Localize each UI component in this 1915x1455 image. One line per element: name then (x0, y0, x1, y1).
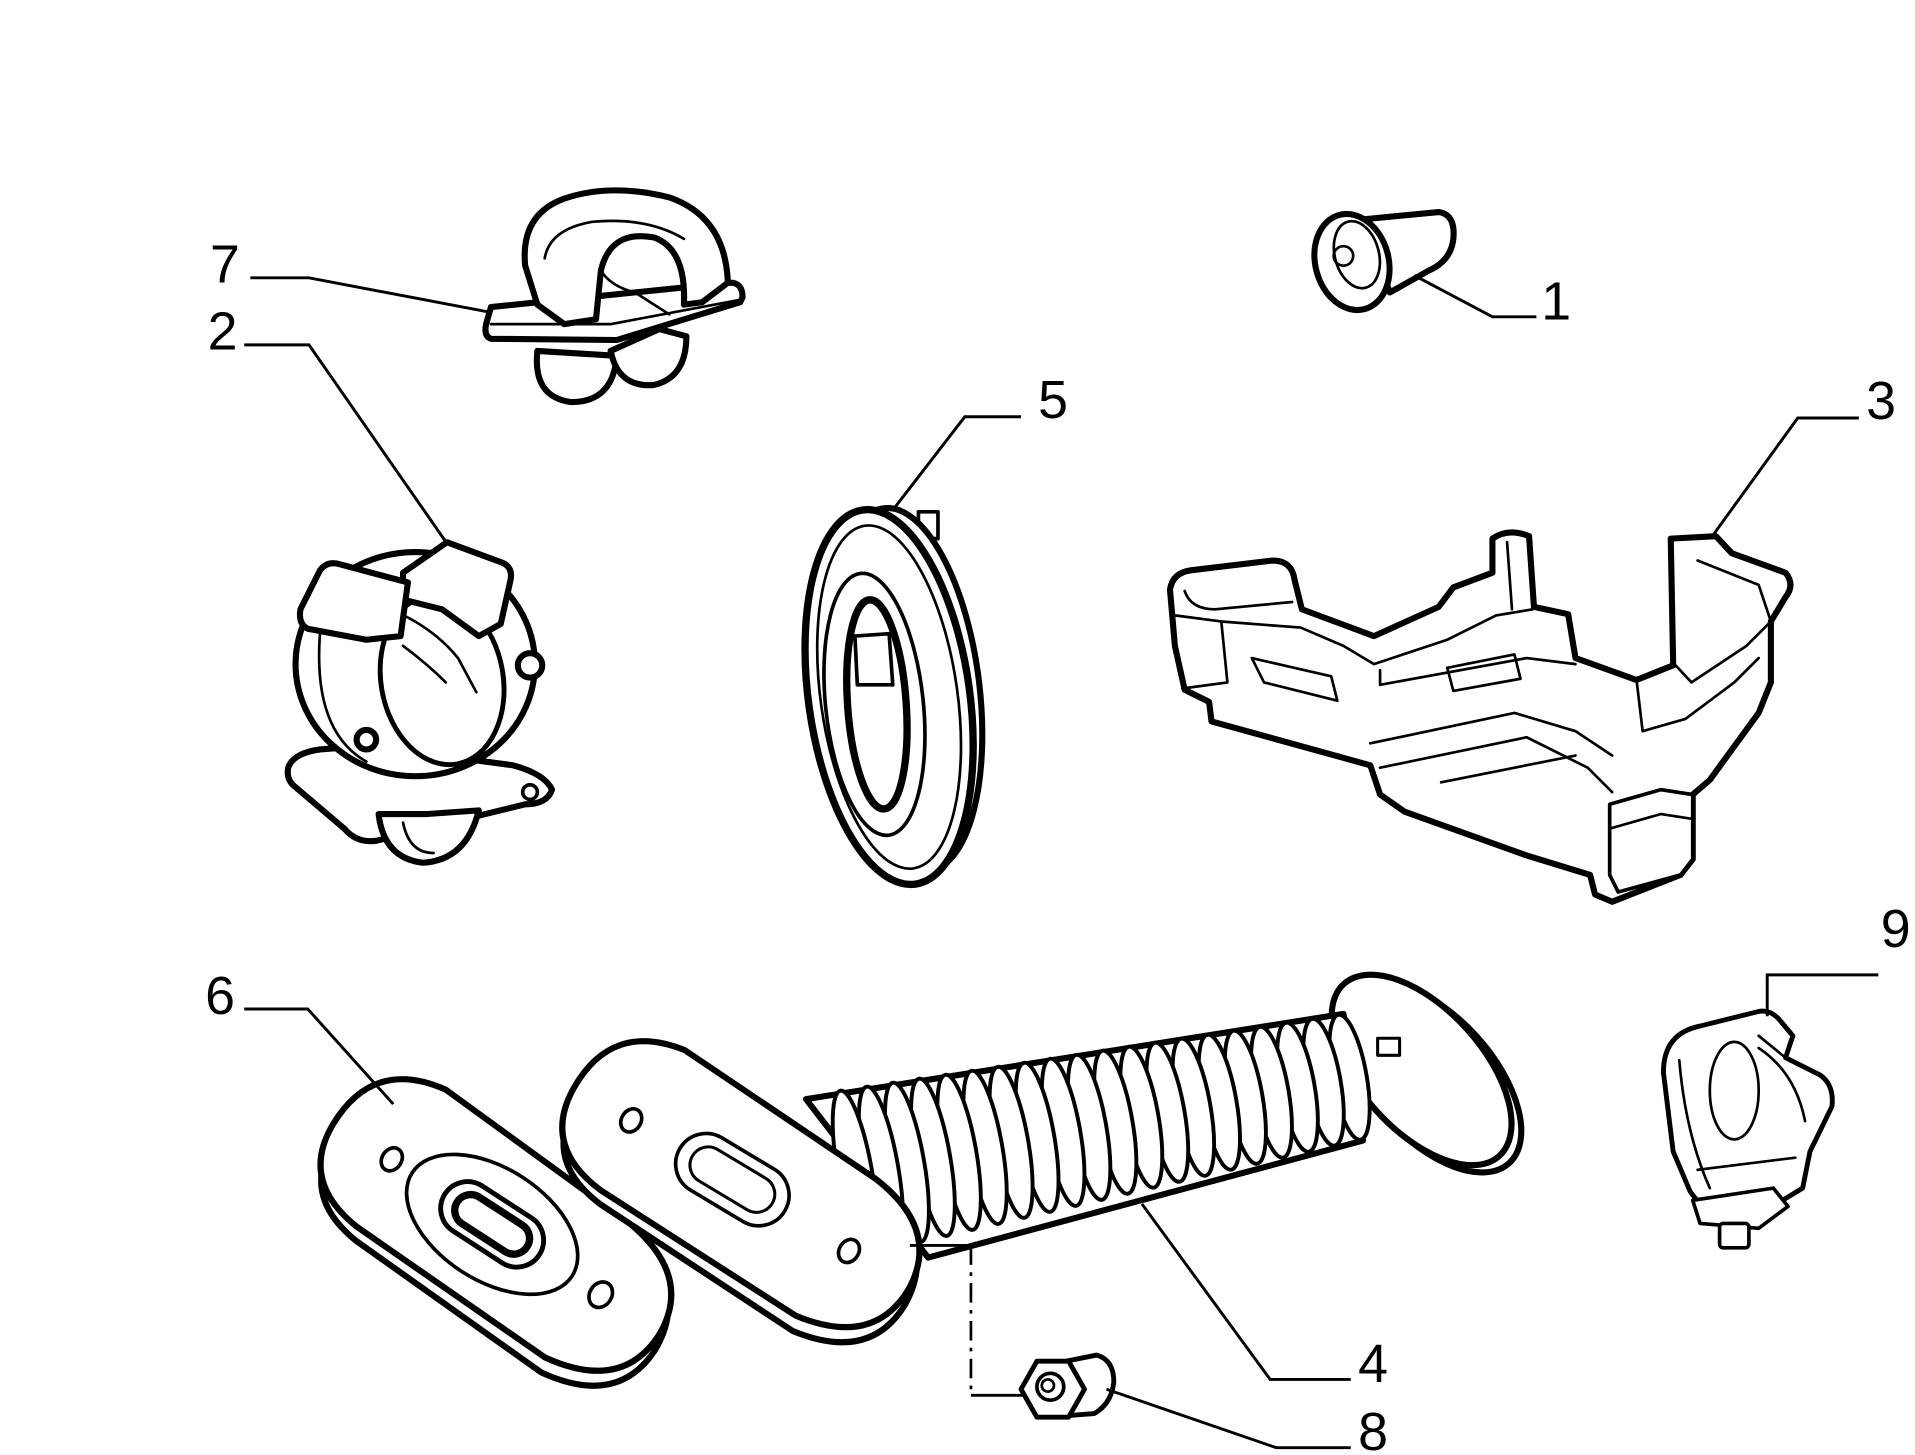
part-4-rear-flange-lug (1376, 1036, 1402, 1057)
part-9-edge-right (1757, 1046, 1807, 1123)
part-6-hole-left (379, 1145, 405, 1173)
part-4-hole-left (618, 1107, 644, 1134)
callout-6: 6 (205, 966, 235, 1026)
part-3-left-block-side (1173, 614, 1229, 690)
part-9-small-clip (1660, 1008, 1835, 1250)
part-9-bore (1708, 1040, 1761, 1141)
part-5-oval-grommet (801, 505, 986, 889)
part-4-rear-flange-front (1328, 971, 1515, 1169)
part-9-edge-left (1677, 1058, 1712, 1190)
part-2-pin-right (514, 650, 546, 681)
part-6-slot-inner (451, 1190, 534, 1258)
part-6-gasket-plate (317, 1076, 675, 1389)
leader-line-2 (244, 343, 449, 545)
part-2-bottom-plate (284, 742, 556, 845)
callout-8: 8 (1358, 1402, 1388, 1455)
callout-labels: 7 2 5 1 3 6 9 4 8 (205, 235, 1911, 1455)
part-8-bore-inner (1040, 1378, 1056, 1393)
part-4-hole-right (836, 1237, 862, 1265)
callout-5: 5 (1038, 370, 1068, 430)
leader-line-9 (1765, 973, 1879, 1017)
leader-line-6 (244, 1007, 395, 1106)
part-3-recess-mid (1445, 653, 1522, 693)
part-3-channel-bottom (1378, 735, 1614, 794)
part-3-foot-tab (1607, 787, 1695, 894)
part-4-plate-slot-inner (688, 1145, 777, 1214)
part-3-deck-ridge (1342, 607, 1535, 666)
leader-line-4 (1140, 1203, 1351, 1381)
leader-line-3 (1711, 416, 1859, 538)
part-2-left-tab (296, 560, 411, 643)
part-7-base-plate (482, 279, 746, 344)
part-4-bellows-ridges (830, 1012, 1372, 1256)
part-1-plug (1311, 208, 1457, 314)
part-2-knob-detail (401, 821, 435, 855)
leader-line-5 (894, 415, 1022, 508)
part-2-top-tab (399, 539, 515, 640)
part-9-stud (1717, 1221, 1751, 1250)
part-3-foot-tab-edge (1608, 812, 1695, 830)
part-5-center-web (853, 631, 895, 687)
part-9-latch (1757, 1034, 1787, 1060)
part-4-rear-flange (1328, 971, 1525, 1176)
part-6-hole-right (587, 1280, 615, 1310)
part-4-front-plate (559, 1038, 923, 1346)
part-9-band (1696, 1156, 1797, 1172)
part-3-channel-top (1368, 711, 1614, 757)
part-2-pin-left (353, 726, 380, 753)
part-7-loop (521, 187, 731, 328)
part-3-riser-edge (1635, 656, 1761, 733)
part-2-finger-2 (401, 644, 448, 684)
part-1-center (1332, 244, 1355, 267)
leader-line-7 (250, 276, 489, 314)
part-9-bottom-tab (1690, 1186, 1790, 1231)
part-3-channel-mid (1439, 754, 1577, 784)
part-6-hub (404, 1152, 580, 1297)
callout-4: 4 (1358, 1334, 1388, 1394)
part-7-plate-edge (489, 298, 742, 326)
leader-line-8 (1106, 1387, 1351, 1450)
callout-7: 7 (210, 235, 240, 295)
callout-9: 9 (1881, 899, 1911, 959)
part-7-lobe-left (533, 347, 620, 406)
part-7-lobe-right (607, 325, 690, 389)
part-2-pin-bottom (520, 782, 540, 802)
part-3-bracket (1166, 529, 1794, 905)
part-7-loop-detail (599, 269, 671, 316)
part-2-ring-inner (317, 632, 368, 763)
part-3-post-edge (1505, 540, 1514, 611)
part-2-round-clip (284, 539, 556, 866)
part-4-bellows-grommet (559, 971, 1525, 1346)
leader-line-1 (1413, 274, 1537, 319)
part-5-rim-inner (815, 524, 963, 870)
part-8-nut (1018, 1352, 1117, 1420)
part-3-riser-edge-2 (1674, 622, 1770, 684)
callout-3: 3 (1866, 371, 1896, 431)
part-3-top-hook-edge (1696, 559, 1773, 623)
part-3-deck-edge (1219, 620, 1345, 648)
part-7-loop-inner (543, 219, 686, 260)
part-8-bore-outer (1035, 1371, 1066, 1402)
part-3-left-block-top (1183, 589, 1294, 611)
part-9-clip-body (1660, 1008, 1835, 1217)
callout-2: 2 (208, 302, 238, 362)
part-3-recess-left (1250, 656, 1339, 703)
part-3-deck-ridge-2 (1378, 656, 1577, 687)
part-7-cable-clip (482, 187, 746, 406)
callout-1: 1 (1541, 271, 1571, 331)
leader-lines (244, 274, 1879, 1450)
